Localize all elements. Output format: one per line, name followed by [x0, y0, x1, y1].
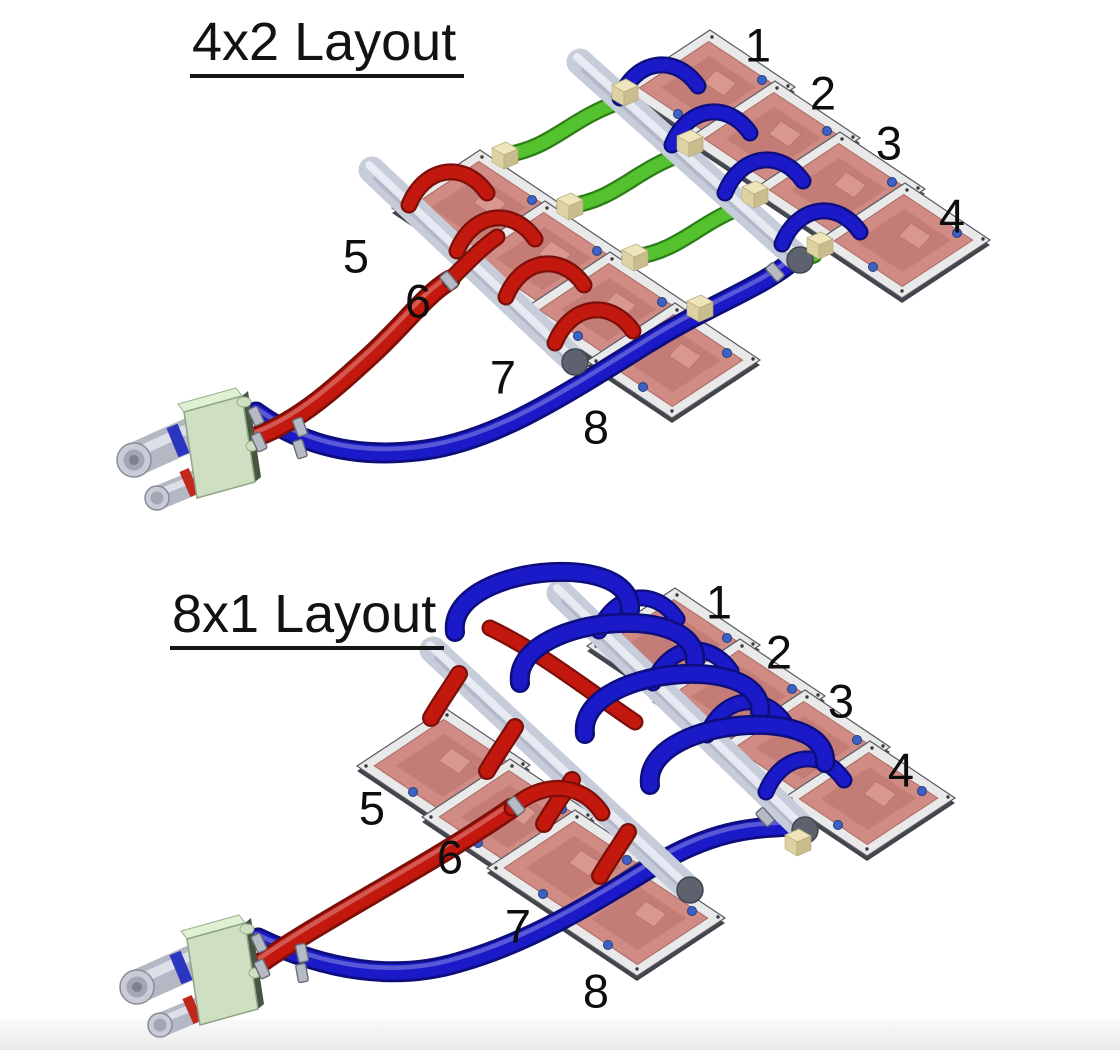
coolant-quick-disconnect [120, 915, 270, 1037]
return-main-hose [245, 247, 807, 464]
plate-label-4x2-1: 1 [744, 18, 772, 72]
coolant-quick-disconnect [117, 388, 267, 510]
supply-branch-hoses [400, 163, 642, 352]
layout-4x2-scene [117, 29, 991, 510]
supply-main-hose [251, 797, 523, 973]
layout-4x2-title: 4x2 Layout [190, 14, 465, 78]
supply-main-hose [247, 269, 461, 447]
plate-label-8x1-3: 3 [827, 674, 855, 728]
plate-label-8x1-2: 2 [765, 625, 793, 679]
plate-label-8x1-1: 1 [705, 575, 733, 629]
plate-label-8x1-6: 6 [436, 830, 464, 884]
series-return-hoses [444, 561, 835, 795]
plate-label-8x1-5: 5 [358, 781, 386, 835]
supply-branch-hoses [422, 665, 637, 885]
plate-label-4x2-2: 2 [809, 66, 837, 120]
plate-label-8x1-4: 4 [887, 743, 915, 797]
layout-8x1-title: 8x1 Layout [170, 586, 445, 650]
plate-label-8x1-8: 8 [582, 964, 610, 1018]
return-main-hose [247, 814, 806, 983]
plate-label-4x2-4: 4 [938, 189, 966, 243]
plate-label-8x1-7: 7 [504, 899, 532, 953]
plate-label-4x2-3: 3 [875, 116, 903, 170]
plate-label-4x2-5: 5 [342, 229, 370, 283]
plate-label-4x2-7: 7 [489, 350, 517, 404]
plate-label-4x2-8: 8 [582, 400, 610, 454]
layout-8x1-scene [120, 561, 956, 1037]
plate-label-4x2-6: 6 [404, 274, 432, 328]
inter-row-supply-hose [481, 619, 644, 731]
